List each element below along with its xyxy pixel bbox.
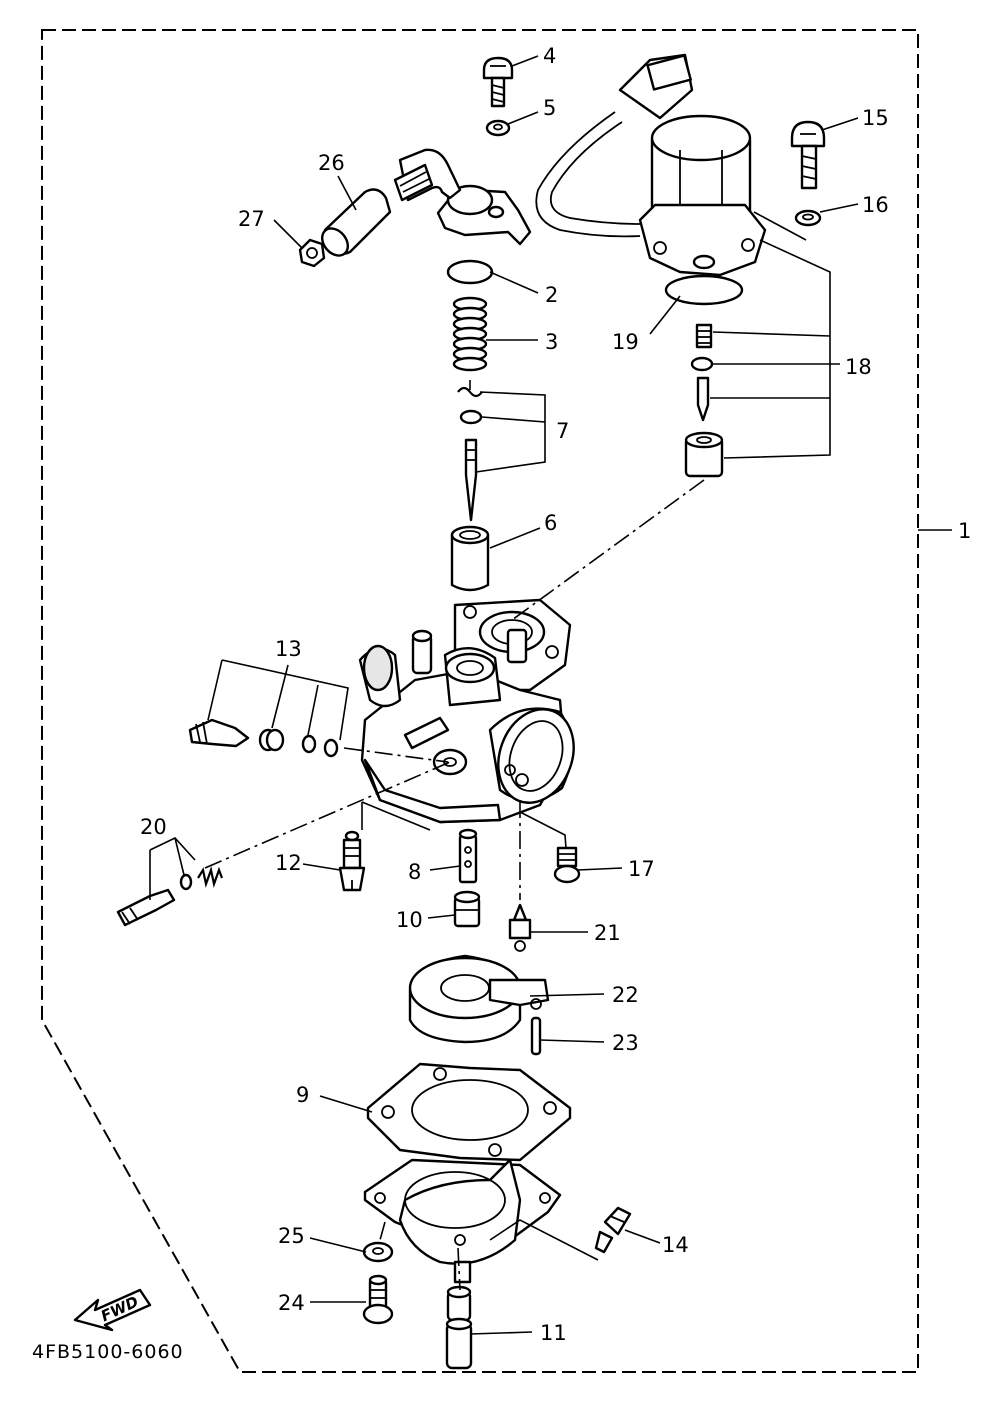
- assembly-frame: [41, 29, 919, 1373]
- auto-choke-plunger-unit: [535, 53, 767, 277]
- screw-15: [790, 120, 826, 190]
- float-bowl: [363, 1158, 562, 1284]
- label-19: 19: [612, 330, 639, 354]
- label-9: 9: [296, 1083, 309, 1107]
- fwd-arrow-icon: FWD: [73, 1288, 152, 1332]
- label-18: 18: [845, 355, 872, 379]
- assembly-lines: [204, 380, 705, 1291]
- washer-16: [794, 209, 822, 227]
- label-25: 25: [278, 1224, 305, 1248]
- label-7: 7: [556, 419, 569, 443]
- label-15: 15: [862, 106, 889, 130]
- leader-lines: [273, 55, 952, 1335]
- jet-12: [338, 801, 431, 892]
- label-5: 5: [543, 96, 556, 120]
- label-10: 10: [396, 908, 423, 932]
- throttle-valve-6: [450, 525, 490, 592]
- o-ring-2: [446, 259, 494, 285]
- label-24: 24: [278, 1291, 305, 1315]
- screw-24: [362, 1274, 394, 1325]
- diagram-code: 4FB5100-6060: [32, 1341, 184, 1363]
- starter-parts-18: [684, 323, 724, 478]
- label-22: 22: [612, 983, 639, 1007]
- pilot-screw-13: [188, 659, 349, 758]
- label-26: 26: [318, 151, 345, 175]
- o-ring-19: [664, 274, 744, 306]
- cap-26: [320, 188, 392, 257]
- label-23: 23: [612, 1031, 639, 1055]
- fwd-label: FWD: [98, 1293, 141, 1326]
- gasket-9: [366, 1062, 572, 1162]
- label-4: 4: [543, 44, 556, 68]
- drain-hose-11: [445, 1285, 473, 1370]
- nut-27: [298, 238, 326, 268]
- label-6: 6: [544, 511, 557, 535]
- throttle-stop-screw-20: [116, 837, 224, 927]
- label-20: 20: [140, 815, 167, 839]
- label-8: 8: [408, 860, 421, 884]
- screw-4: [482, 56, 514, 108]
- jet-needle-set-7: [457, 386, 483, 522]
- label-11: 11: [540, 1321, 567, 1345]
- label-17: 17: [628, 857, 655, 881]
- needle-jet-8: [458, 828, 478, 884]
- label-27: 27: [238, 207, 265, 231]
- carburetor-cap: [393, 148, 532, 246]
- washer-25: [362, 1241, 394, 1263]
- washer-5: [485, 119, 511, 137]
- part-labels: 1 2 3 4 5 6 7 8 9 10 11 12 13 14 15 16 1…: [140, 44, 971, 1345]
- main-jet-10: [453, 890, 481, 928]
- float-22: [408, 954, 550, 1044]
- label-13: 13: [275, 637, 302, 661]
- label-12: 12: [275, 851, 302, 875]
- label-21: 21: [594, 921, 621, 945]
- label-14: 14: [662, 1233, 689, 1257]
- float-pin-23: [530, 1016, 542, 1056]
- carburetor-body: [358, 598, 575, 824]
- spring-3: [452, 296, 488, 372]
- needle-valve-21: [508, 903, 532, 952]
- label-2: 2: [545, 283, 558, 307]
- label-1: 1: [958, 519, 971, 543]
- screw-17: [553, 846, 581, 884]
- drain-screw-14: [594, 1206, 632, 1254]
- label-16: 16: [862, 193, 889, 217]
- label-3: 3: [545, 330, 558, 354]
